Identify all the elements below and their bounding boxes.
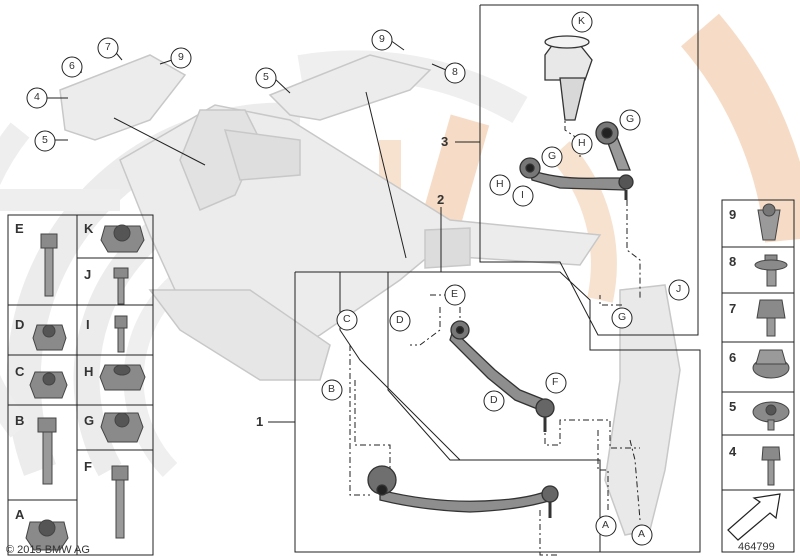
callout-5-center: 5 bbox=[263, 71, 269, 83]
part-label-B: B bbox=[15, 413, 25, 428]
callout-G-knuckle: G bbox=[618, 311, 627, 323]
part-label-I: I bbox=[86, 317, 90, 332]
nut-H bbox=[99, 364, 146, 391]
upper-arm bbox=[529, 169, 629, 191]
leader-lines bbox=[46, 39, 480, 423]
callout-G-upper-right: G bbox=[626, 113, 635, 125]
left-parts-table bbox=[7, 214, 154, 556]
bolt-E bbox=[40, 233, 58, 297]
part-label-J: J bbox=[84, 267, 92, 282]
callout-K: K bbox=[578, 15, 586, 27]
part-label-4: 4 bbox=[729, 444, 737, 459]
control-arms bbox=[367, 35, 634, 518]
nut-6 bbox=[752, 349, 790, 379]
part-label-E: E bbox=[15, 221, 24, 236]
callout-6: 6 bbox=[69, 60, 75, 72]
part-label-8: 8 bbox=[729, 254, 737, 269]
callout-9-left: 9 bbox=[178, 51, 184, 63]
direction-arrow bbox=[727, 493, 781, 541]
callout-I: I bbox=[521, 189, 524, 201]
group-label-2: 2 bbox=[437, 192, 445, 207]
bolt-J bbox=[113, 267, 129, 305]
group-boxes bbox=[294, 4, 701, 553]
part-label-C: C bbox=[15, 364, 25, 379]
screw-4 bbox=[761, 446, 781, 486]
clip-9 bbox=[757, 203, 781, 241]
part-label-A: A bbox=[15, 507, 25, 522]
callout-D-lower: D bbox=[490, 394, 498, 406]
callout-5-left: 5 bbox=[42, 134, 48, 146]
bolt-B bbox=[37, 417, 57, 485]
nut-K bbox=[100, 224, 145, 253]
nut-C bbox=[29, 371, 68, 399]
fastener-drawings-left bbox=[25, 224, 146, 551]
callout-B: B bbox=[328, 383, 336, 395]
part-label-D: D bbox=[15, 317, 25, 332]
copyright: © 2015 BMW AG bbox=[6, 544, 90, 556]
part-label-5: 5 bbox=[729, 399, 737, 414]
part-label-G: G bbox=[84, 413, 95, 428]
nut-A bbox=[25, 519, 69, 551]
image-id: 464799 bbox=[738, 541, 775, 553]
part-label-K: K bbox=[84, 221, 94, 236]
callout-7: 7 bbox=[105, 41, 111, 53]
callout-C: C bbox=[343, 313, 351, 325]
nut-G bbox=[100, 412, 144, 443]
callout-F: F bbox=[552, 376, 559, 388]
callout-4: 4 bbox=[34, 91, 40, 103]
callout-D-upper: D bbox=[396, 314, 404, 326]
part-label-H: H bbox=[84, 364, 94, 379]
callout-A-left: A bbox=[602, 519, 610, 531]
callout-J: J bbox=[676, 283, 682, 295]
bolt-I bbox=[114, 315, 128, 353]
rivet-8 bbox=[754, 254, 788, 287]
callout-H-upper: H bbox=[578, 137, 586, 149]
nut-5 bbox=[752, 401, 790, 431]
subframe-drawing bbox=[59, 54, 681, 536]
part-label-6: 6 bbox=[729, 350, 737, 365]
fastener-drawings-right bbox=[727, 203, 790, 541]
nut-D bbox=[32, 324, 67, 351]
part-label-9: 9 bbox=[729, 207, 737, 222]
part-label-F: F bbox=[84, 459, 92, 474]
callout-A-right: A bbox=[638, 528, 646, 540]
callout-H-lower: H bbox=[496, 178, 504, 190]
group-label-1: 1 bbox=[256, 414, 264, 429]
callout-G-upper-left: G bbox=[548, 150, 557, 162]
group-label-3: 3 bbox=[441, 134, 449, 149]
right-parts-table bbox=[721, 199, 795, 553]
callout-E: E bbox=[451, 288, 459, 300]
part-label-7: 7 bbox=[729, 301, 737, 316]
bolt-F bbox=[111, 465, 129, 539]
callout-8: 8 bbox=[452, 66, 458, 78]
screw-7 bbox=[756, 299, 786, 337]
callout-9-center: 9 bbox=[379, 33, 385, 45]
